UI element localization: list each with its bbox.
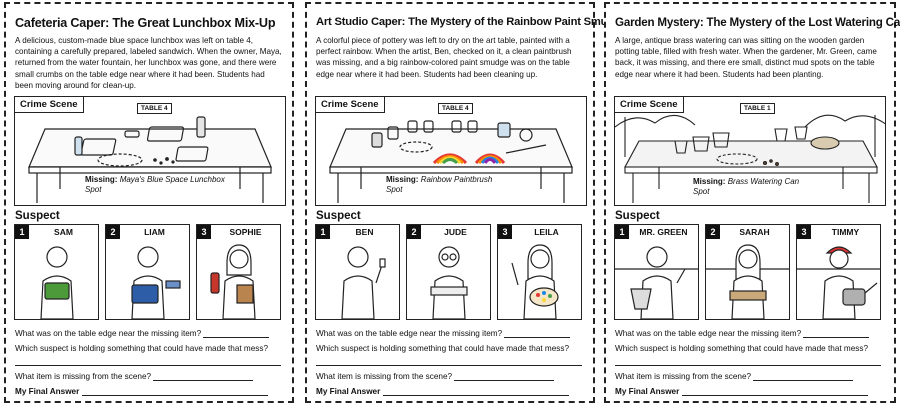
suspect-number: 1 [615, 225, 629, 239]
final-answer: My Final Answer [316, 386, 585, 396]
missing-label: Missing: [85, 175, 118, 184]
puzzle-card-garden: Garden Mystery: The Mystery of the Lost … [604, 2, 900, 403]
answer-line-2[interactable] [615, 356, 886, 366]
card-title: Art Studio Caper: The Mystery of the Rai… [316, 16, 627, 28]
suspect-number: 1 [15, 225, 29, 239]
suspect-number: 3 [498, 225, 512, 239]
suspect-name: SAM [54, 227, 73, 237]
suspect-heading: Suspect [15, 210, 60, 222]
answer-line[interactable] [454, 371, 555, 381]
suspect-name: LEILA [534, 227, 559, 237]
suspect-name: JUDE [444, 227, 467, 237]
crime-scene-label: Crime Scene [615, 97, 684, 113]
missing-note: Missing: Brass Watering Can Spot [693, 177, 803, 197]
crime-scene-panel: Crime Scene [315, 96, 587, 206]
question-2: Which suspect is holding something that … [15, 344, 269, 353]
card-story: A large, antique brass watering can was … [615, 36, 877, 79]
missing-item: Brass Watering Can Spot [693, 177, 800, 196]
suspect-number: 1 [316, 225, 330, 239]
final-answer-line[interactable] [681, 386, 868, 396]
question-1: What was on the table edge near the miss… [316, 328, 585, 338]
missing-label: Missing: [693, 177, 726, 186]
crime-scene-label: Crime Scene [15, 97, 84, 113]
answer-line[interactable] [203, 328, 270, 338]
question-3: What item is missing from the scene? [316, 371, 585, 381]
suspect-name: MR. GREEN [639, 227, 688, 237]
boy-with-watering-can-icon [797, 246, 880, 319]
girl-with-paper-bag-icon [210, 244, 256, 319]
missing-item: Rainbow Paintbrush Spot [386, 175, 493, 194]
crime-scene-label: Crime Scene [316, 97, 385, 113]
suspect-name: SOPHIE [229, 227, 262, 237]
answer-line-2[interactable] [316, 356, 585, 366]
boy-with-brush-icon [341, 246, 386, 319]
answer-line-2[interactable] [15, 356, 284, 366]
question-2: Which suspect is holding something that … [316, 344, 570, 353]
crime-scene-panel: Crime Scene [14, 96, 286, 206]
suspect-card-2: 2 JUDE [406, 224, 491, 320]
suspect-name: TIMMY [831, 227, 860, 237]
suspect-card-1: 1 MR. GREEN [614, 224, 699, 320]
suspect-number: 2 [106, 225, 120, 239]
suspect-name: LIAM [144, 227, 165, 237]
girl-with-seedling-tray-icon [706, 244, 789, 319]
puzzle-card-cafeteria: Cafeteria Caper: The Great Lunchbox Mix-… [4, 2, 294, 403]
gardener-with-bucket-icon [615, 246, 698, 319]
suspect-number: 3 [197, 225, 211, 239]
final-answer: My Final Answer [15, 386, 284, 396]
garden-scene-illustration [615, 114, 885, 203]
suspect-card-3: 3 LEILA [497, 224, 582, 320]
suspect-name: SARAH [739, 227, 770, 237]
boy-with-blue-lunchbox-icon [131, 246, 181, 319]
suspect-heading: Suspect [316, 210, 361, 222]
card-title: Garden Mystery: The Mystery of the Lost … [615, 16, 900, 29]
question-3: What item is missing from the scene? [15, 371, 284, 381]
question-3: What item is missing from the scene? [615, 371, 886, 381]
missing-note: Missing: Rainbow Paintbrush Spot [386, 175, 506, 195]
answer-line[interactable] [753, 371, 854, 381]
table-sign: TABLE 4 [438, 103, 473, 114]
suspect-heading: Suspect [615, 210, 660, 222]
answer-line[interactable] [153, 371, 254, 381]
boy-with-tray-icon [430, 246, 468, 319]
question-2: Which suspect is holding something that … [615, 344, 869, 353]
missing-label: Missing: [386, 175, 419, 184]
question-1: What was on the table edge near the miss… [15, 328, 284, 338]
suspect-card-3: 3 SOPHIE [196, 224, 281, 320]
question-1: What was on the table edge near the miss… [615, 328, 886, 338]
missing-item: Maya's Blue Space Lunchbox Spot [85, 175, 225, 194]
suspect-number: 2 [706, 225, 720, 239]
suspect-card-1: 1 BEN [315, 224, 400, 320]
missing-note: Missing: Maya's Blue Space Lunchbox Spot [85, 175, 225, 195]
table-sign: TABLE 1 [740, 103, 775, 114]
puzzle-card-art-studio: Art Studio Caper: The Mystery of the Rai… [305, 2, 627, 403]
suspect-card-1: 1 SAM [14, 224, 99, 320]
answer-line[interactable] [504, 328, 571, 338]
suspect-name: BEN [355, 227, 374, 237]
card-story: A delicious, custom-made blue space lunc… [15, 36, 282, 90]
art-studio-scene-illustration [329, 120, 573, 203]
suspect-card-2: 2 LIAM [105, 224, 190, 320]
card-story: A colorful piece of pottery was left to … [316, 36, 572, 79]
table-sign: TABLE 4 [137, 103, 172, 114]
boy-with-green-lunchbox-icon [40, 246, 74, 319]
crime-scene-panel: Crime Scene TABLE 1 [614, 96, 886, 206]
suspect-card-2: 2 SARAH [705, 224, 790, 320]
answer-line[interactable] [803, 328, 870, 338]
suspect-number: 3 [797, 225, 811, 239]
final-answer: My Final Answer [615, 386, 886, 396]
final-answer-line[interactable] [81, 386, 268, 396]
cafeteria-scene-illustration [28, 116, 272, 203]
final-answer-line[interactable] [382, 386, 569, 396]
card-title: Cafeteria Caper: The Great Lunchbox Mix-… [15, 16, 276, 30]
suspect-card-3: 3 TIMMY [796, 224, 881, 320]
girl-with-palette-icon [511, 244, 559, 319]
suspect-number: 2 [407, 225, 421, 239]
